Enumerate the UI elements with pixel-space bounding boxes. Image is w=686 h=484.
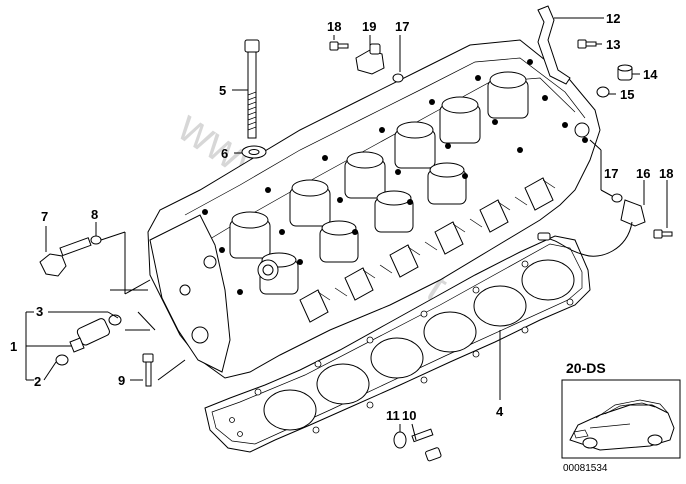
vehicle-inset: 20-DS 00081534 [561,360,681,474]
callout-8: 8 [91,207,98,222]
oil-pressure-sensor [69,314,122,353]
head-gasket [204,235,591,453]
callout-17-right: 17 [604,166,618,181]
callout-13: 13 [606,37,620,52]
callout-4: 4 [496,404,504,419]
callout-15: 15 [620,87,634,102]
washer-11 [393,431,407,449]
callout-18-right: 18 [659,166,673,181]
seal-ring-17a [392,73,404,83]
seal-ring-15 [596,86,610,98]
inset-title: 20-DS [566,360,606,376]
seal-ring-8 [90,235,102,245]
crank-sensor-19 [355,43,385,75]
bolt-18b [653,229,673,239]
bolt-9 [142,353,154,387]
screw-plug [39,237,92,277]
callout-7: 7 [41,209,48,224]
seal-ring-2 [55,354,69,366]
callout-1: 1 [10,339,17,354]
callout-17-top: 17 [395,19,409,34]
callout-9: 9 [118,373,125,388]
callout-5: 5 [219,83,226,98]
bolt-10 [411,428,442,462]
callout-16: 16 [636,166,650,181]
callout-6: 6 [221,146,228,161]
leader-lines [25,17,668,441]
callout-19: 19 [362,19,376,34]
callout-10: 10 [402,408,416,423]
callout-2: 2 [34,374,41,389]
washer [241,145,267,159]
callout-labels: 1 2 3 4 5 6 7 8 9 10 11 12 13 14 15 16 1… [10,11,673,423]
callout-14: 14 [643,67,658,82]
bracket [537,5,571,85]
plug-14 [617,64,633,81]
callout-11: 11 [386,408,400,423]
seal-ring-17b [611,193,623,203]
document-number: 00081534 [563,463,608,474]
callout-3: 3 [36,304,43,319]
camshaft-sensor [537,199,646,257]
callout-18-top: 18 [327,19,341,34]
bolt-18a [329,41,349,51]
cylinder-head [147,39,601,379]
bolt-13 [577,39,597,49]
callout-12: 12 [606,11,620,26]
car-icon [569,399,675,451]
head-bolt-long [244,39,260,139]
